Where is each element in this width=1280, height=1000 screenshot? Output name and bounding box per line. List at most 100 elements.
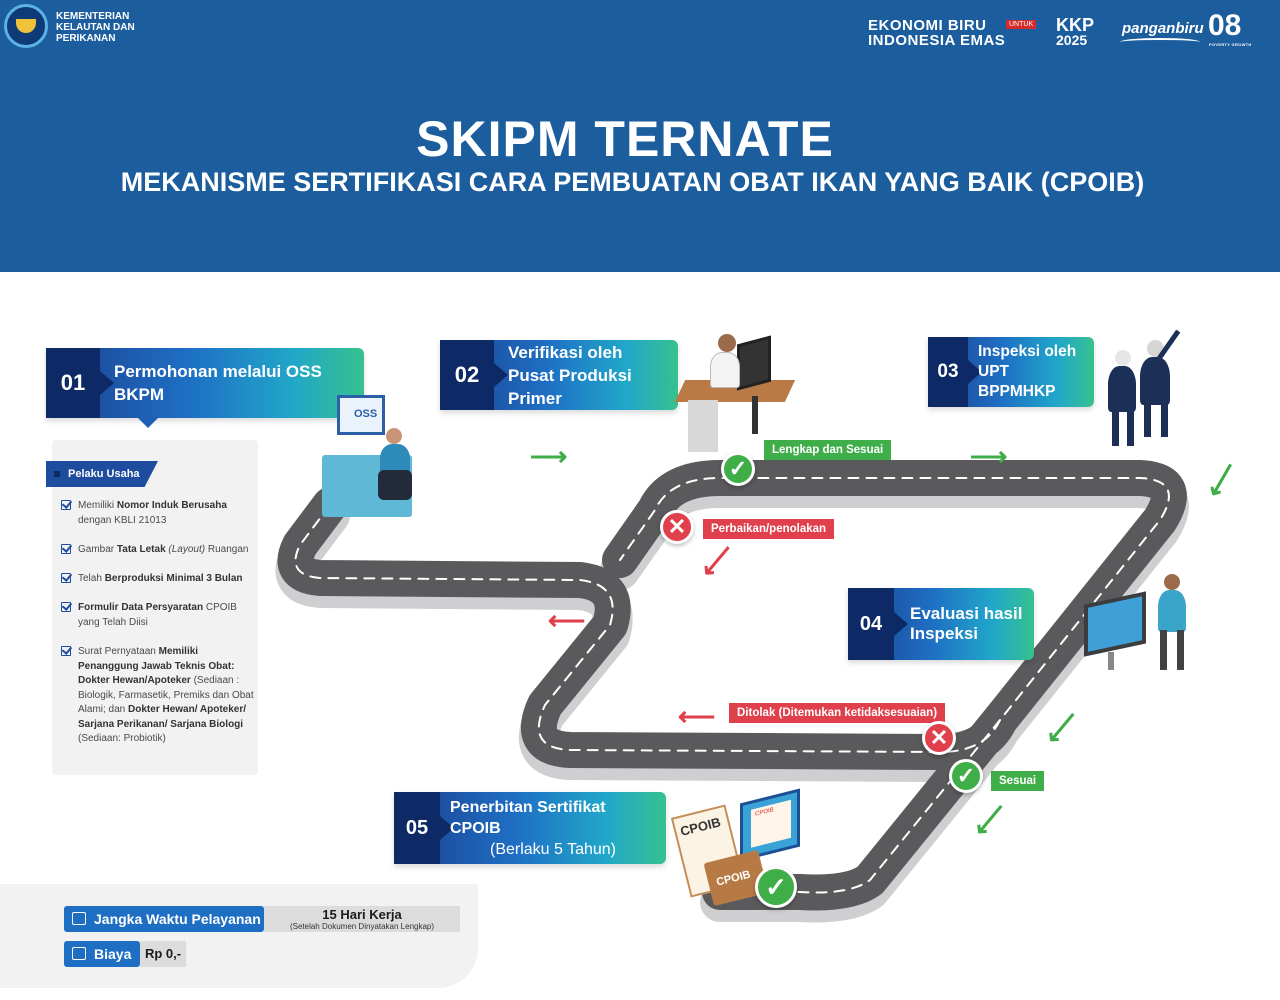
cross-icon: ✕ — [922, 721, 956, 755]
step-title: UPT BPPMHKP — [978, 363, 1056, 400]
checkbox-icon — [61, 602, 71, 612]
status-sesuai: Sesuai — [991, 771, 1045, 791]
req-text: Memiliki — [78, 500, 117, 511]
brand-08-logo: 08 — [1208, 9, 1242, 42]
brand-line: EKONOMI BIRU — [868, 17, 987, 34]
ministry-line: PERIKANAN — [56, 33, 116, 44]
step-number: 03 — [928, 337, 982, 407]
jangka-waktu-label: Jangka Waktu Pelayanan — [64, 906, 264, 932]
step-05-banner: 05 Penerbitan Sertifikat CPOIB (Berlaku … — [394, 792, 666, 864]
step-text: Verifikasi oleh Pusat Produksi Primer — [508, 340, 668, 410]
calendar-icon — [72, 912, 86, 925]
requirement-item: Telah Berproduksi Minimal 3 Bulan — [60, 572, 260, 587]
presenter-head-icon — [1164, 574, 1180, 590]
oss-monitor-icon: OSS — [337, 395, 385, 435]
requirement-item: Gambar Tata Letak (Layout) Ruangan — [60, 543, 260, 558]
req-bold: Tata Letak — [116, 544, 166, 555]
chair-icon — [378, 470, 412, 500]
status-lengkap: Lengkap dan Sesuai — [764, 440, 892, 460]
presenter-body-icon — [1158, 590, 1186, 632]
step-title: Penerbitan Sertifikat CPOIB — [450, 798, 606, 837]
step-title: Pusat Produksi Primer — [508, 365, 632, 408]
ministry-name: KEMENTERIAN KELAUTAN DAN PERIKANAN — [56, 11, 166, 44]
ekonomi-biru-logo: EKONOMI BIRU UNTUK INDONESIA EMAS — [868, 18, 1044, 50]
req-text: CPOIB yang Telah Diisi — [78, 602, 237, 628]
req-bold: Berproduksi Minimal 3 Bulan — [104, 573, 243, 584]
computer-monitor-icon — [737, 335, 771, 391]
req-bold: Nomor Induk Berusaha — [116, 500, 227, 511]
req-bold: Memiliki Penanggung Jawab Teknis Obat: D… — [78, 646, 235, 686]
value-note: (Setelah Dokumen Dinyatakan Lengkap) — [289, 922, 435, 931]
panganbiru-logo: panganbiru — [1122, 20, 1204, 37]
flow-arrow-right-icon: ⟶ — [970, 441, 1008, 471]
check-icon: ✓ — [949, 759, 983, 793]
value-text: 15 Hari Kerja — [322, 907, 402, 922]
inspector-body-icon — [1140, 357, 1170, 405]
jangka-waktu-value: 15 Hari Kerja (Setelah Dokumen Dinyataka… — [264, 906, 460, 932]
desk-leg — [688, 400, 718, 452]
checkbox-icon — [61, 573, 71, 583]
kkp-2025-logo: KKP 2025 — [1056, 15, 1095, 48]
step-text: Inspeksi oleh UPT BPPMHKP — [978, 337, 1084, 407]
step-text: Permohonan melalui OSS BKPM — [114, 348, 354, 418]
user-head-icon — [386, 428, 402, 444]
return-arrow-left-icon: ⟵ — [548, 605, 586, 635]
header-banner — [0, 0, 1280, 272]
step-title: Evaluasi hasil — [910, 604, 1023, 623]
cross-icon: ✕ — [660, 510, 694, 544]
req-text: dengan KBLI 21013 — [78, 514, 167, 526]
brand-kkp: KKP — [1056, 15, 1095, 35]
req-italic: (Layout) — [165, 544, 206, 555]
biaya-label: Biaya — [64, 941, 140, 967]
label-text: Jangka Waktu Pelayanan — [94, 911, 261, 927]
ministry-line: KELAUTAN DAN — [56, 22, 135, 33]
folder-label: CPOIB — [715, 868, 752, 889]
step-title: Verifikasi oleh — [508, 342, 623, 362]
step-number: 05 — [394, 792, 454, 864]
req-text: Telah — [78, 573, 105, 584]
step-title: Permohonan melalui OSS BKPM — [114, 362, 322, 404]
status-perbaikan: Perbaikan/penolakan — [703, 519, 835, 539]
officer-body-icon — [710, 352, 740, 388]
service-info-panel — [0, 884, 478, 988]
req-bold: Dokter Hewan/ Apoteker/ Sarjana Perikana… — [78, 704, 247, 730]
requirements-panel — [52, 440, 258, 775]
requirement-item: Formulir Data Persyaratan CPOIB yang Tel… — [60, 601, 252, 630]
brand-line: INDONESIA EMAS — [868, 32, 1006, 49]
brand-08-sub: POVERTY GROWTH — [1209, 42, 1252, 47]
step-title: Inspeksi — [910, 624, 979, 643]
officer-head-icon — [718, 334, 736, 352]
return-arrow-left-icon: ⟵ — [678, 701, 716, 731]
requirement-item: Memiliki Nomor Induk Berusaha dengan KBL… — [60, 499, 260, 528]
oss-label: OSS — [354, 408, 378, 420]
checkbox-icon — [61, 544, 71, 554]
req-text: Ruangan — [205, 544, 249, 555]
inspector-legs-icon — [1144, 403, 1168, 437]
checkbox-icon — [61, 646, 71, 656]
presenter-legs-icon — [1160, 630, 1184, 670]
status-ditolak: Ditolak (Ditemukan ketidaksesuaian) — [729, 703, 946, 723]
step-02-banner: 02 Verifikasi oleh Pusat Produksi Primer — [440, 340, 678, 410]
page-title: SKIPM TERNATE — [416, 111, 834, 167]
step-01-banner: 01 Permohonan melalui OSS BKPM — [46, 348, 364, 428]
kkp-logo-icon — [4, 4, 48, 48]
check-icon: ✓ — [721, 452, 755, 486]
step-number: 02 — [440, 340, 508, 410]
desk-leg — [752, 396, 758, 434]
checkbox-icon — [61, 500, 71, 510]
inspector-body-icon — [1108, 366, 1136, 412]
step-03-banner: 03 Inspeksi oleh UPT BPPMHKP — [928, 337, 1094, 407]
brand-untuk: UNTUK — [1006, 20, 1037, 29]
step-number: 04 — [848, 588, 908, 660]
requirement-item: Surat Pernyataan Memiliki Penanggung Jaw… — [60, 645, 256, 747]
ministry-line: KEMENTERIAN — [56, 11, 130, 22]
page-subtitle: MEKANISME SERTIFIKASI CARA PEMBUATAN OBA… — [120, 167, 1145, 197]
pelaku-usaha-tag: Pelaku Usaha — [46, 461, 158, 487]
req-text: Gambar — [78, 544, 117, 555]
step-validity: (Berlaku 5 Tahun) — [490, 840, 616, 858]
req-text: (Sediaan: Probiotik) — [78, 733, 166, 744]
brand-kkp-year: 2025 — [1056, 32, 1088, 48]
inspector-legs-icon — [1112, 410, 1134, 446]
screen-document: CPOIB — [751, 799, 791, 848]
step-text: Penerbitan Sertifikat CPOIB (Berlaku 5 T… — [450, 792, 656, 864]
